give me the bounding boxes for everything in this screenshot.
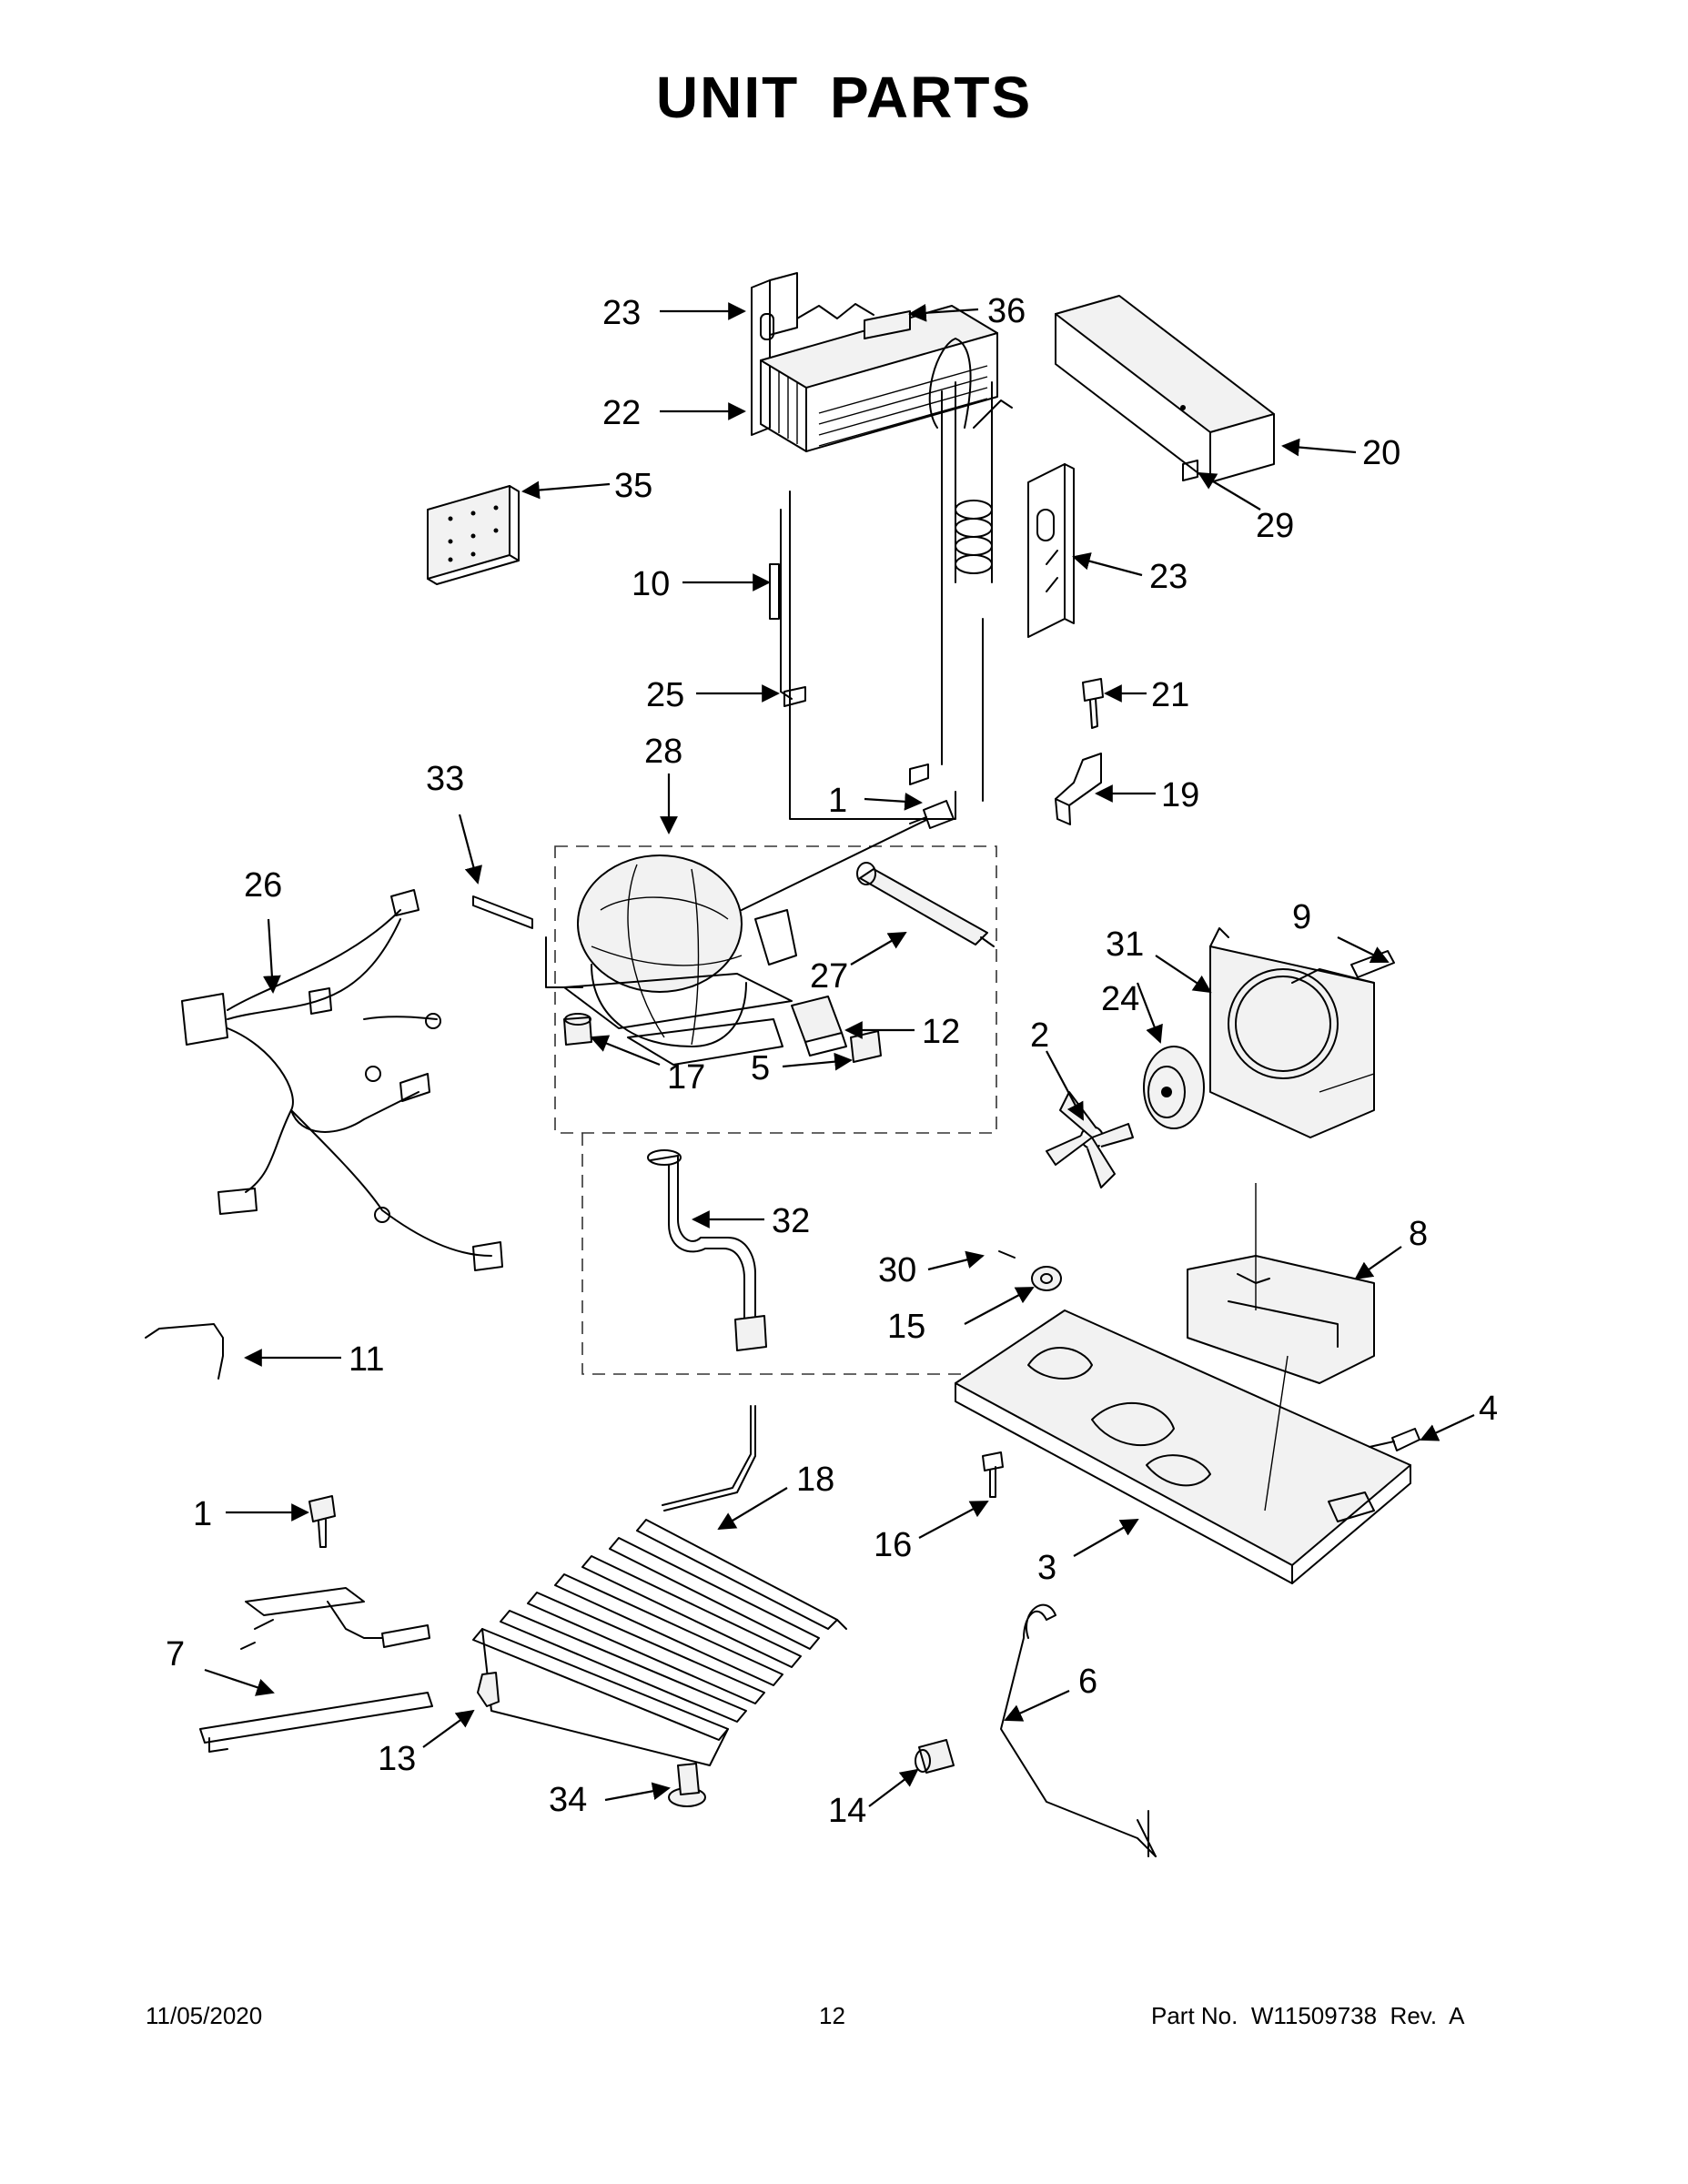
callout-25: 25 bbox=[646, 676, 684, 714]
page-title: UNIT PARTS bbox=[655, 65, 1033, 130]
callout-19: 19 bbox=[1161, 776, 1199, 814]
fan-shroud-31 bbox=[1209, 927, 1375, 1138]
callout-18: 18 bbox=[796, 1461, 834, 1499]
callout-1-lower: 1 bbox=[193, 1495, 212, 1533]
callout-31: 31 bbox=[1106, 925, 1144, 964]
callout-11: 11 bbox=[349, 1340, 384, 1379]
callout-2: 2 bbox=[1030, 1016, 1049, 1055]
callout-27: 27 bbox=[810, 957, 848, 996]
footer-page-number: 12 bbox=[819, 2002, 845, 2029]
callout-15: 15 bbox=[887, 1308, 925, 1346]
callout-36: 36 bbox=[987, 292, 1026, 330]
callout-28: 28 bbox=[644, 733, 682, 771]
callout-10: 10 bbox=[632, 565, 670, 603]
callout-34: 34 bbox=[549, 1781, 587, 1819]
callout-5: 5 bbox=[751, 1049, 770, 1087]
callout-1: 1 bbox=[828, 782, 847, 820]
part-36-label bbox=[864, 310, 911, 339]
condenser-assembly bbox=[751, 272, 1013, 820]
part-6-tube bbox=[1000, 1603, 1157, 1857]
callout-labels: 36 23 22 35 10 25 20 29 23 21 19 28 33 2… bbox=[166, 292, 1498, 1830]
callout-3: 3 bbox=[1037, 1549, 1056, 1587]
part-3-base-pan bbox=[955, 1183, 1411, 1584]
callout-22: 22 bbox=[602, 394, 641, 432]
bracket-23-right bbox=[1027, 463, 1075, 638]
part-20-cover bbox=[1055, 295, 1275, 483]
callout-6: 6 bbox=[1078, 1663, 1097, 1701]
part-15-grommet bbox=[1031, 1266, 1062, 1291]
compressor-box bbox=[545, 800, 1037, 1375]
part-16-screw bbox=[982, 1451, 1004, 1498]
callout-9: 9 bbox=[1292, 898, 1311, 936]
footer-part-number: Part No. W11509738 Rev. A bbox=[1151, 2002, 1465, 2029]
part-24-motor bbox=[1143, 1046, 1205, 1129]
part-33-strap bbox=[472, 895, 533, 929]
callout-16: 16 bbox=[874, 1526, 912, 1564]
part-32-drain-tube bbox=[647, 1149, 767, 1351]
part-2-fan-blade bbox=[1046, 1091, 1134, 1188]
footer-date: 11/05/2020 bbox=[146, 2002, 263, 2029]
callout-7: 7 bbox=[166, 1635, 185, 1673]
callout-33: 33 bbox=[426, 760, 464, 798]
callout-23: 23 bbox=[602, 294, 641, 332]
part-7-heater bbox=[199, 1587, 433, 1753]
callout-26: 26 bbox=[244, 866, 282, 905]
part-27-drier bbox=[856, 862, 995, 947]
leader-lines bbox=[204, 302, 1475, 1807]
callout-23: 23 bbox=[1149, 558, 1188, 596]
part-1-screw-lower bbox=[308, 1495, 336, 1548]
part-35-board bbox=[427, 485, 520, 585]
part-19-bracket bbox=[1055, 753, 1102, 825]
callout-8: 8 bbox=[1409, 1215, 1428, 1253]
callout-20: 20 bbox=[1362, 434, 1400, 472]
callout-24: 24 bbox=[1101, 980, 1139, 1018]
part-18-heater bbox=[472, 1405, 847, 1766]
callout-12: 12 bbox=[922, 1013, 960, 1051]
part-13-clip bbox=[477, 1672, 500, 1707]
part-26-harness bbox=[181, 889, 503, 1271]
part-14-cap bbox=[915, 1739, 955, 1774]
part-34-thermostat bbox=[668, 1763, 706, 1807]
part-30-pin bbox=[998, 1250, 1016, 1259]
callout-13: 13 bbox=[378, 1740, 416, 1778]
callout-30: 30 bbox=[878, 1251, 916, 1289]
callout-21: 21 bbox=[1151, 676, 1189, 714]
callout-14: 14 bbox=[828, 1792, 866, 1830]
part-11-wire bbox=[145, 1323, 224, 1380]
callout-35: 35 bbox=[614, 467, 652, 505]
callout-32: 32 bbox=[772, 1202, 810, 1240]
part-4-screw bbox=[1369, 1428, 1420, 1451]
callout-17: 17 bbox=[667, 1058, 705, 1097]
callout-29: 29 bbox=[1256, 507, 1294, 545]
part-29-clip bbox=[1182, 460, 1198, 481]
part-8-bracket bbox=[1187, 1255, 1375, 1384]
callout-4: 4 bbox=[1479, 1390, 1498, 1428]
part-21-screw bbox=[1082, 678, 1104, 729]
